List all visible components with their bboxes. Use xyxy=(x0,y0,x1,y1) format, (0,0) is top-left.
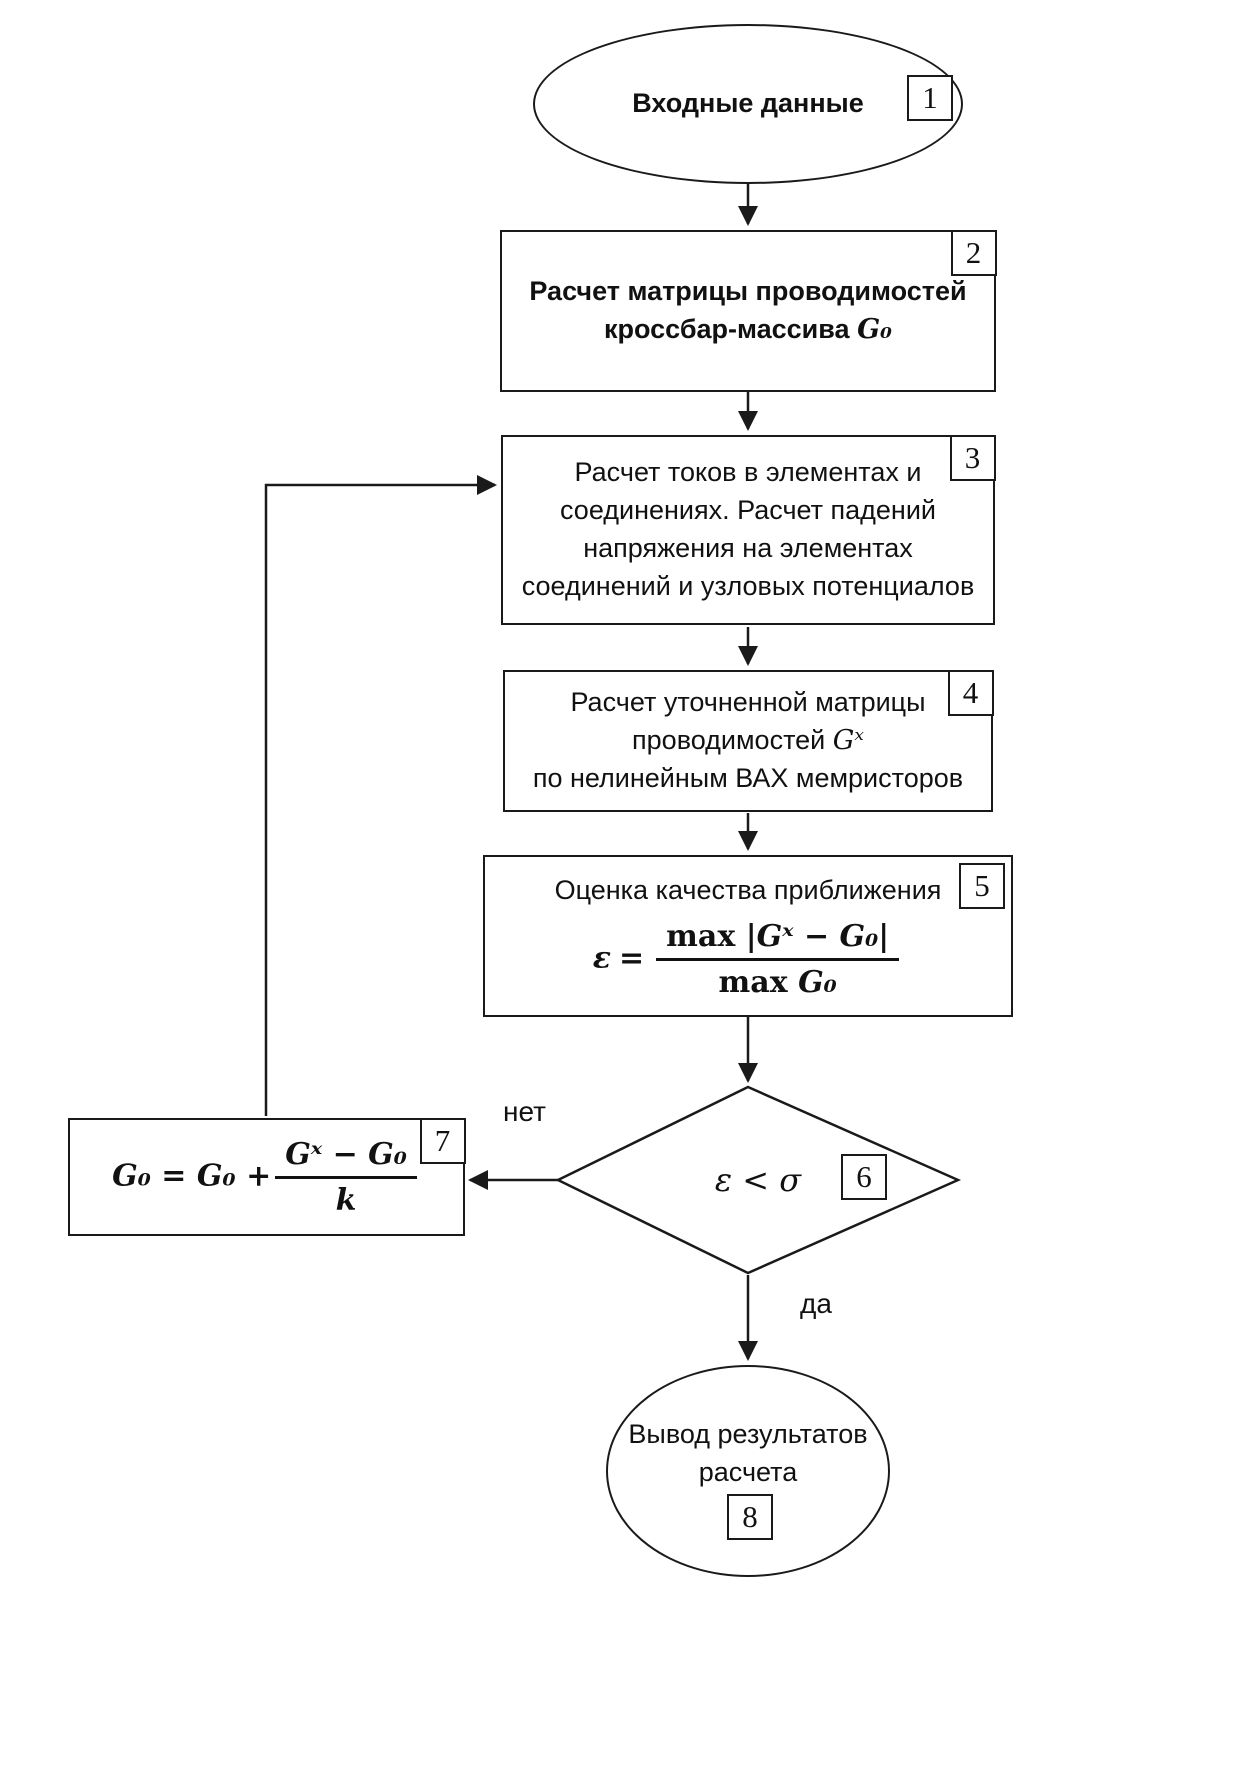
output-results-label: Вывод результатов расчета xyxy=(628,1419,868,1487)
arrow-step7-back-to-step3 xyxy=(264,475,497,1116)
calc-conductance-matrix-label: Расчет матрицы проводимостей кроссбар-ма… xyxy=(529,273,966,349)
badge-4: 4 xyxy=(947,669,994,716)
calc-refined-matrix-label: Расчет уточненной матрицы проводимостей … xyxy=(533,684,963,797)
input-data-label: Входные данные xyxy=(632,88,864,119)
node-quality-estimate: 5 Оценка качества приближения ε=max |Gˣ … xyxy=(483,855,1013,1017)
badge-7: 7 xyxy=(419,1117,466,1164)
calc-conductance-line2: кроссбар-массива G₀ xyxy=(604,314,892,345)
refined-matrix-line2: проводимостей Gˣ xyxy=(632,725,864,757)
calc-currents-voltages-label: Расчет токов в элементах и соединениях. … xyxy=(521,457,975,601)
decision-condition: ε < σ xyxy=(714,1161,802,1199)
badge-8: 8 xyxy=(727,1494,773,1540)
refined-matrix-line3: по нелинейным ВАХ мемристоров xyxy=(532,762,964,793)
quality-estimate-title: Оценка качества приближения xyxy=(554,874,942,905)
refined-matrix-line1: Расчет уточненной матрицы xyxy=(570,687,926,718)
epsilon-symbol: ε xyxy=(592,940,612,976)
edge-label-no: нет xyxy=(503,1096,546,1127)
node-calc-currents-voltages: 3 Расчет токов в элементах и соединениях… xyxy=(501,434,996,625)
badge-2: 2 xyxy=(950,229,997,276)
node-output-results: Вывод результатов расчета 8 xyxy=(606,1365,890,1577)
node-decision-epsilon-sigma: ε < σ xyxy=(558,1087,958,1273)
quality-estimate-formula: ε=max |Gˣ − G₀|max G₀ xyxy=(593,919,903,1000)
badge-1: 1 xyxy=(907,75,953,121)
g0-symbol: G₀ xyxy=(857,314,892,345)
node-calc-conductance-matrix: 2 Расчет матрицы проводимостей кроссбар-… xyxy=(500,229,997,392)
badge-6: 6 xyxy=(841,1154,887,1200)
calc-conductance-line1: Расчет матрицы проводимостей xyxy=(529,276,967,307)
badge-5: 5 xyxy=(959,863,1005,909)
edge-label-yes: да xyxy=(800,1288,832,1319)
badge-3: 3 xyxy=(949,434,996,481)
gx-symbol: Gˣ xyxy=(832,725,864,757)
epsilon-fraction: max |Gˣ − G₀|max G₀ xyxy=(656,919,900,1000)
node-input-data: Входные данные 1 xyxy=(533,24,963,184)
decision-diamond-shape xyxy=(555,1085,962,1275)
node-calc-refined-matrix: 4 Расчет уточненной матрицы проводимосте… xyxy=(503,669,994,812)
